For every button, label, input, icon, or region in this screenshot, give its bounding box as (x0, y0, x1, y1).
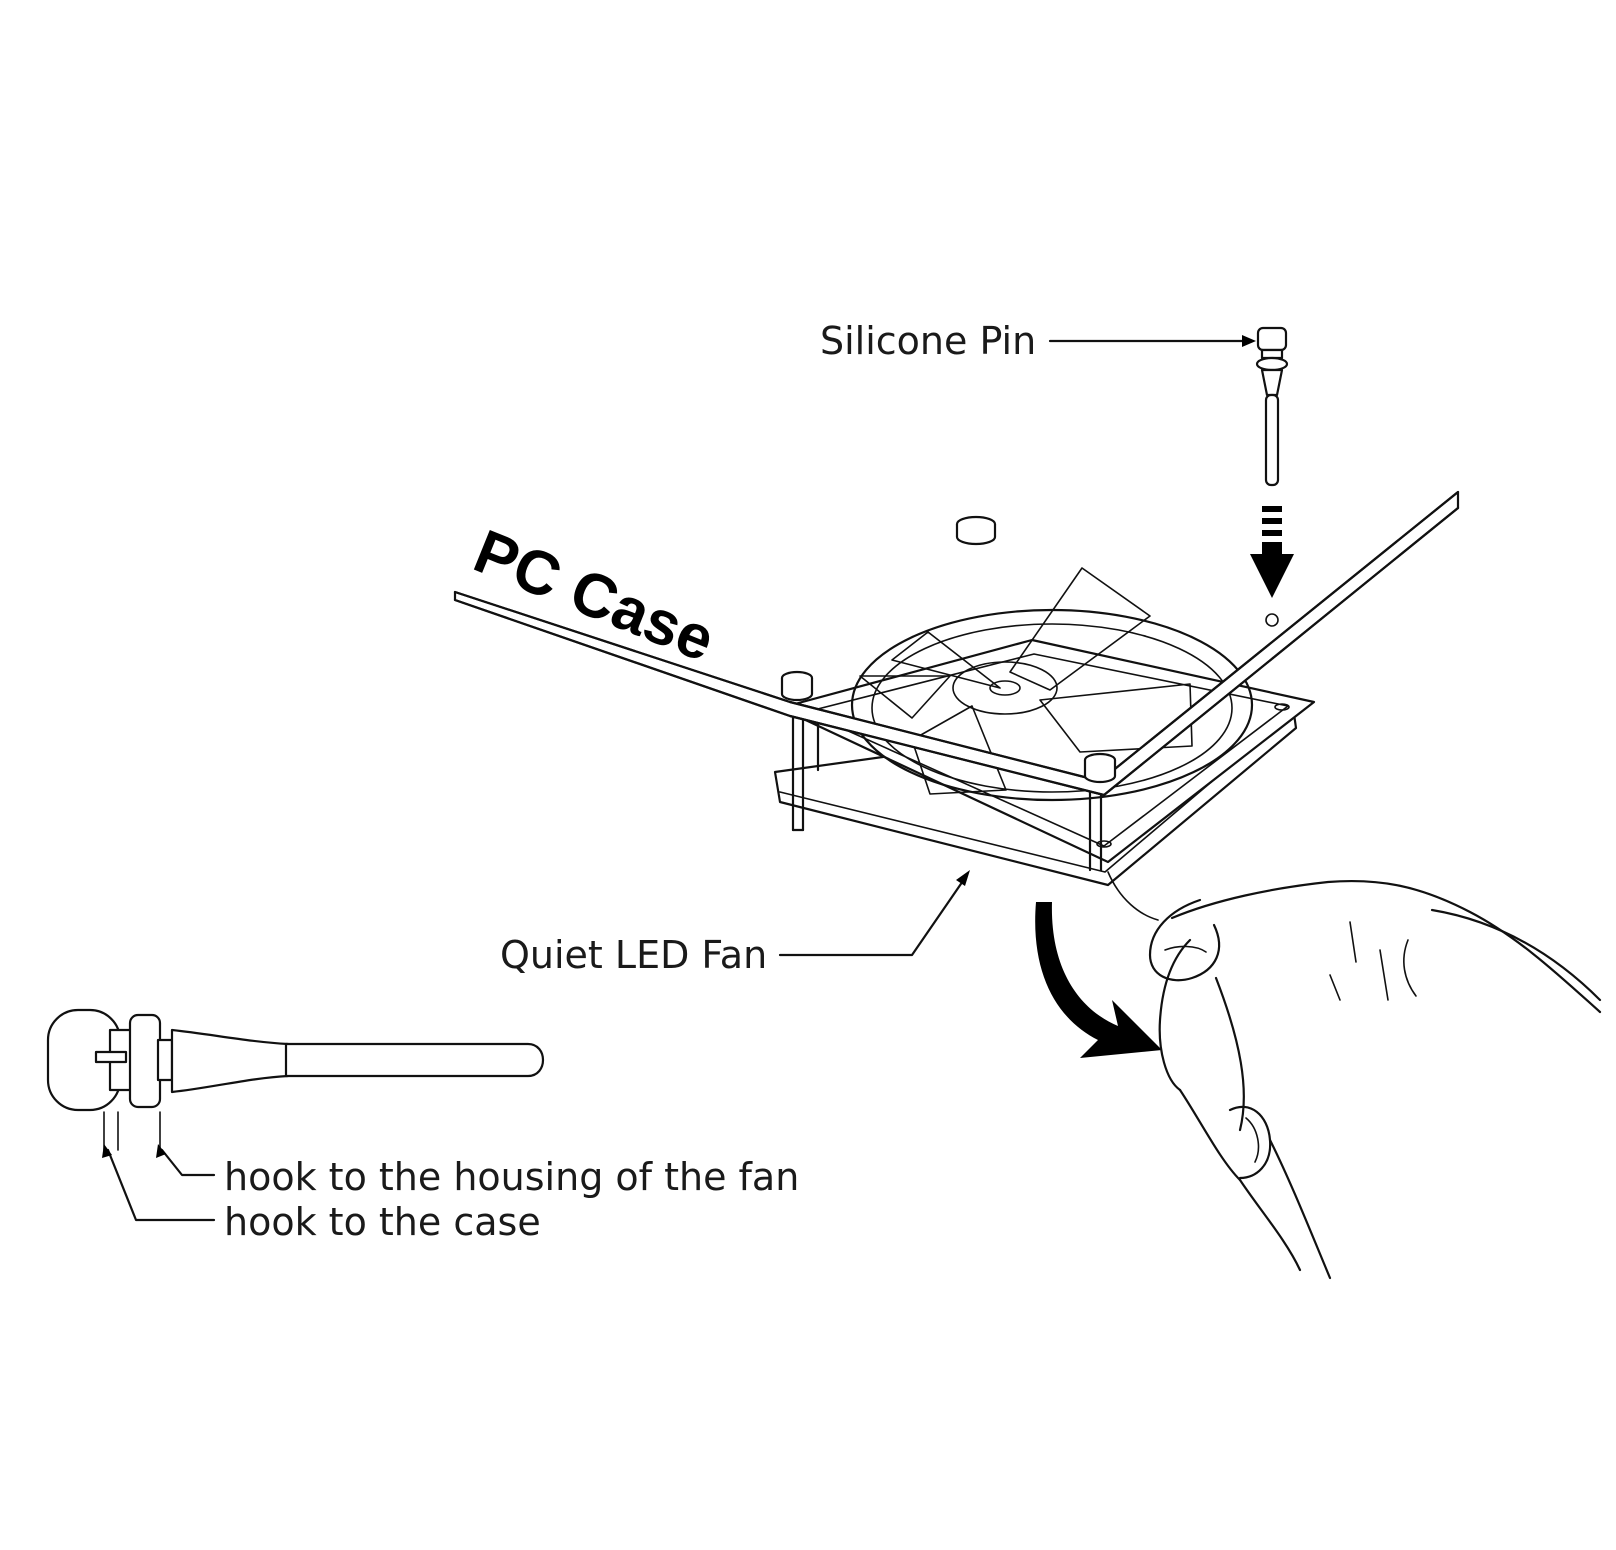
loose-pin-cap (955, 515, 997, 546)
silicone-pin-leader (1048, 335, 1256, 347)
pc-case-panel (453, 490, 1460, 797)
hand-drawing (1148, 879, 1602, 1280)
fan-leader (778, 870, 970, 957)
insert-down-arrow (1250, 506, 1294, 598)
label-silicone-pin: Silicone Pin (820, 319, 1036, 363)
case-mount-hole (1265, 613, 1279, 627)
pin-detail-drawing (46, 1008, 544, 1112)
silicone-pin-drawing (1255, 326, 1289, 487)
label-hook-case: hook to the case (224, 1200, 541, 1244)
pin-detail-leaders (102, 1111, 216, 1222)
label-hook-housing: hook to the housing of the fan (224, 1155, 799, 1199)
fan-cable (1107, 871, 1159, 921)
label-quiet-led-fan: Quiet LED Fan (500, 933, 767, 977)
label-pc-case: PC Case (465, 517, 724, 675)
pull-curved-arrow (1035, 902, 1162, 1058)
